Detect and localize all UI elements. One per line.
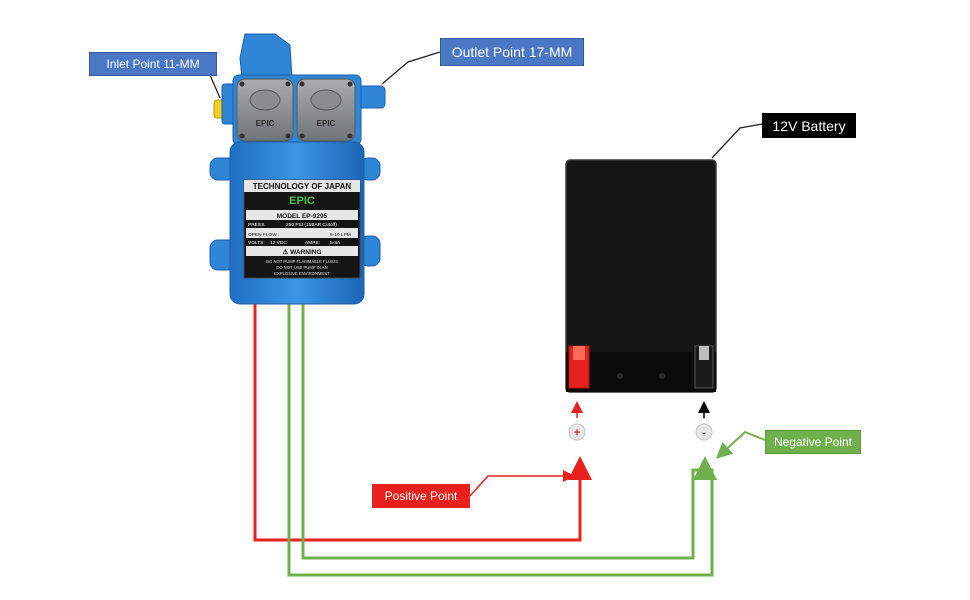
water-pump	[209, 33, 386, 305]
negative-wire-1	[287, 300, 717, 577]
pump-flow-value: 5-10 LPM	[330, 232, 351, 238]
pump-warning-line-3: EXPLOSIVE ENVIRONMENT	[274, 271, 330, 276]
battery	[565, 159, 717, 393]
positive-leader-arrow	[469, 470, 575, 497]
positive-symbol: +	[574, 427, 580, 439]
positive-wire	[253, 300, 592, 542]
negative-wire-2	[301, 300, 700, 560]
positive-symbol-badge	[568, 423, 586, 441]
battery-leader-line	[711, 123, 763, 159]
pump-warning: ⚠ WARNING	[282, 248, 321, 256]
negative-symbol-badge	[695, 423, 713, 441]
pump-cap-text-right: EPIC	[317, 119, 336, 128]
pump-brand-header: TECHNOLOGY OF JAPAN	[253, 182, 352, 191]
pump-amps-label: AMPS:	[305, 240, 320, 246]
positive-point-label: Positive Point	[372, 484, 470, 508]
pump-press-label: PRESS.	[248, 222, 266, 228]
pump-volts-value: 12 VDC	[270, 240, 287, 246]
negative-symbol: -	[702, 427, 706, 439]
outlet-point-label: Outlet Point 17-MM	[440, 38, 584, 66]
pump-model: MODEL EP-9295	[277, 213, 328, 220]
outlet-leader-line	[381, 51, 441, 85]
pump-top-connector	[239, 33, 293, 79]
pump-amps-value: 5-8A	[330, 240, 341, 246]
negative-leader-arrow	[716, 430, 766, 459]
inlet-point-label: Inlet Point 11-MM	[89, 52, 217, 76]
pump-flow-label: OPEN FLOW :	[248, 232, 279, 238]
battery-label: 12V Battery	[762, 113, 856, 138]
pump-logo: EPIC	[289, 195, 315, 207]
pump-volts-label: VOLTS:	[248, 240, 265, 246]
negative-point-label: Negative Point	[765, 430, 861, 454]
pump-warning-line-2: DO NOT USE PUMP IN AN	[276, 265, 327, 270]
pump-cap-text-left: EPIC	[256, 119, 275, 128]
pump-warning-line-1: DO NOT PUMP FLAMMABLE FLUIDS	[266, 259, 338, 264]
pump-press-value: 250 PSI (15BAR Cutoff)	[286, 222, 337, 228]
